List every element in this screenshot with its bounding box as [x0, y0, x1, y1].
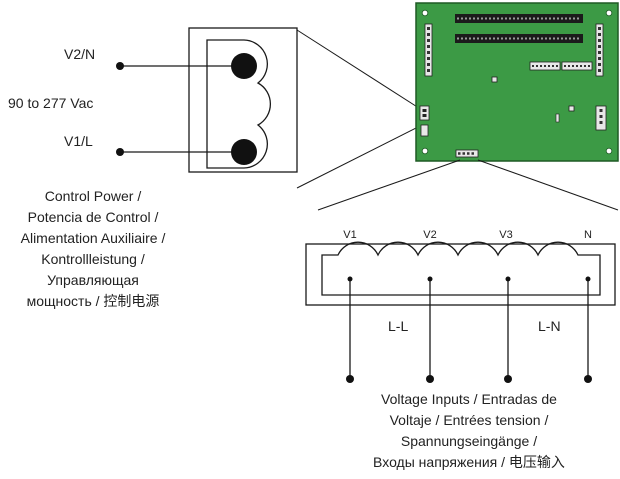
screw-point-v3 [505, 276, 511, 282]
voltage-caption-2: Voltaje / Entrées tension / [390, 412, 549, 428]
screw-point-v1 [347, 276, 353, 282]
control-power-caption-6: мощность / 控制电源 [27, 293, 160, 309]
control-power-caption-4: Kontrollleistung / [41, 251, 145, 267]
side-terminal-strip-right [595, 23, 604, 77]
circuit-board [415, 2, 619, 162]
terminal-dot-v2n [116, 62, 124, 70]
label-voltage-range: 90 to 277 Vac [8, 95, 93, 111]
board-pcb [415, 2, 619, 162]
connector-housing [305, 243, 616, 306]
label-v1: V1 [343, 229, 356, 241]
label-n: N [584, 229, 592, 241]
side-terminal-strip-left [424, 23, 433, 77]
board-small-block [420, 124, 429, 137]
voltage-caption-1: Voltage Inputs / Entradas de [381, 391, 557, 407]
label-ll: L-L [388, 318, 408, 334]
component [555, 113, 560, 123]
label-v3: V3 [499, 229, 512, 241]
control-power-connector: V2/N 90 to 277 Vac V1/L Control Power / … [8, 27, 298, 309]
connector-pin [422, 114, 427, 117]
mounting-hole [605, 147, 613, 155]
chip [491, 76, 498, 83]
screw-point-n [585, 276, 591, 282]
zoom-line-right [477, 159, 619, 211]
control-power-caption-2: Potencia de Control / [28, 209, 159, 225]
screw-terminal-bottom [231, 139, 257, 165]
terminal-dot-n [584, 375, 592, 383]
chip [568, 105, 575, 112]
mounting-hole [421, 147, 429, 155]
zoom-line-left [317, 159, 461, 211]
connector-pin [422, 109, 427, 112]
screw-terminal-top [231, 53, 257, 79]
terminal-dot-v1l [116, 148, 124, 156]
connector-outer-frame [188, 27, 298, 173]
mounting-hole [605, 9, 613, 17]
connector-inner-outline [206, 39, 271, 169]
label-v1l: V1/L [64, 133, 93, 149]
control-power-caption-3: Alimentation Auxiliaire / [21, 230, 166, 246]
connector-inner-profile [321, 241, 601, 296]
control-power-caption-1: Control Power / [45, 188, 142, 204]
screw-point-v2 [427, 276, 433, 282]
terminal-dot-v3 [504, 375, 512, 383]
voltage-input-connector: V1 V2 V3 N L-L L-N Voltage Inputs / Entr… [305, 229, 616, 470]
control-power-caption-5: Управляющая [47, 272, 139, 288]
label-ln: L-N [538, 318, 561, 334]
voltage-caption-3: Spannungseingänge / [401, 433, 537, 449]
voltage-caption-4: Входы напряжения / 电压输入 [373, 454, 565, 470]
label-v2: V2 [423, 229, 436, 241]
label-v2n: V2/N [64, 46, 95, 62]
board-control-power-connector [419, 105, 430, 121]
zoom-line-upper [296, 29, 423, 111]
terminal-dot-v2 [426, 375, 434, 383]
terminal-dot-v1 [346, 375, 354, 383]
mounting-hole [421, 9, 429, 17]
zoom-line-lower [296, 124, 423, 189]
